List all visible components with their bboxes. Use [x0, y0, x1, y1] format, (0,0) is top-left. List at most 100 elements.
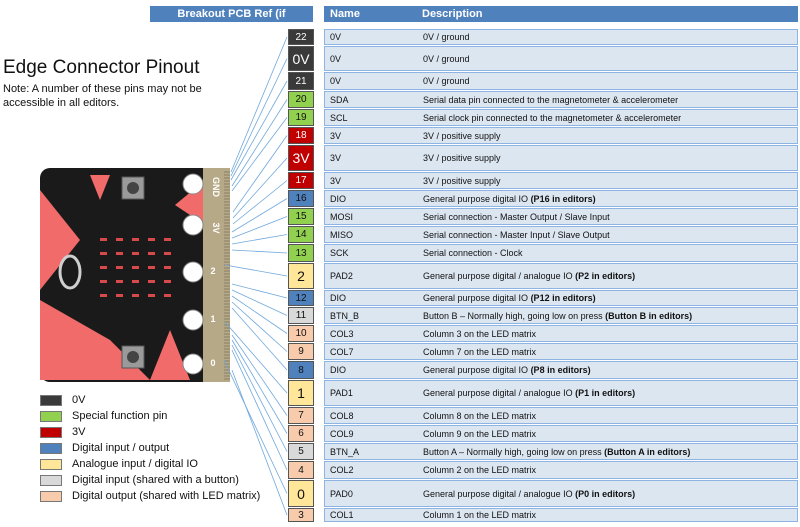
legend-swatch: [40, 474, 62, 486]
pin-connector-line: [230, 36, 288, 173]
legend-swatch: [40, 410, 62, 422]
table-row: BTN_B Button B – Normally high, going low…: [324, 307, 798, 324]
pin-editor-name: (P8 in editors): [530, 365, 591, 375]
pin-description: Serial connection - Clock: [423, 248, 523, 258]
pin-description-text: 0V / ground: [423, 76, 470, 86]
pin-description-text: Column 7 on the LED matrix: [423, 346, 537, 357]
pin-connector-line: [231, 339, 288, 434]
pin-name: 0V: [330, 76, 342, 86]
board-pad-label: 3V: [211, 222, 221, 233]
board-pad-label: GND: [211, 177, 221, 198]
pin-name: BTN_B: [330, 310, 360, 321]
pin-description: Serial connection - Master Output / Slav…: [423, 212, 610, 222]
pin-description-text: Column 9 on the LED matrix: [423, 428, 537, 439]
pin-description-text: General purpose digital IO: [423, 365, 531, 375]
pin-description-text: Serial connection - Clock: [423, 248, 523, 258]
pin-editor-name: (P2 in editors): [575, 271, 636, 281]
pin-description: Serial data pin connected to the magneto…: [423, 95, 678, 105]
pin-description-text: Serial connection - Master Output / Slav…: [423, 211, 610, 222]
legend-swatch: [40, 426, 62, 438]
breakout-pin-7: 7: [288, 407, 314, 424]
pin-name: COL8: [330, 410, 354, 421]
legend-swatch: [40, 490, 62, 502]
pin-editor-name: (Button A in editors): [604, 446, 691, 457]
pin-description-text: Button B – Normally high, going low on p…: [423, 310, 606, 321]
pin-description: Column 3 on the LED matrix: [423, 329, 536, 339]
pin-connector-line: [231, 344, 288, 452]
legend-label: Special function pin: [72, 410, 168, 422]
pin-name: DIO: [330, 293, 347, 303]
pin-name: PAD1: [330, 388, 353, 398]
table-row: 0V 0V / ground: [324, 72, 798, 90]
breakout-pin-3: 3: [288, 508, 314, 522]
legend-swatch: [40, 442, 62, 454]
breakout-pcb-ref-header: Breakout PCB Ref (if applicable): [150, 6, 313, 36]
pin-description-text: 3V / positive supply: [423, 130, 501, 141]
pin-description-text: General purpose digital / analogue IO: [423, 271, 576, 281]
pin-description: 3V / positive supply: [423, 176, 501, 186]
breakout-pin-19: 19: [288, 109, 314, 126]
pin-description: 3V / positive supply: [423, 153, 501, 163]
pin-description-text: Serial data pin connected to the magneto…: [423, 94, 679, 105]
pin-description-text: Column 2 on the LED matrix: [423, 465, 537, 475]
legend-item: 0V: [40, 392, 260, 408]
pin-description: General purpose digital / analogue IO (P…: [423, 489, 635, 499]
breakout-pin-3V: 3V: [288, 145, 314, 171]
pin-connector-line: [231, 295, 288, 334]
breakout-pin-16: 16: [288, 190, 314, 207]
legend-item: Special function pin: [40, 408, 260, 424]
legend-label: Digital output (shared with LED matrix): [72, 490, 261, 502]
description-column-header: Description: [422, 8, 483, 20]
pin-name: COL2: [330, 465, 354, 475]
breakout-pin-5: 5: [288, 443, 314, 460]
pin-description: Button A – Normally high, going low on p…: [423, 447, 690, 457]
pin-description: Column 1 on the LED matrix: [423, 510, 536, 520]
legend-label: 3V: [72, 426, 86, 438]
legend-label: Digital input / output: [72, 442, 170, 454]
pin-name: SCL: [330, 112, 348, 123]
breakout-pin-21: 21: [288, 72, 314, 90]
pin-description-text: 0V / ground: [423, 53, 470, 64]
pin-connector-line: [231, 198, 288, 233]
board-pad-label: 1: [210, 314, 215, 324]
pin-description-text: Column 1 on the LED matrix: [423, 510, 537, 520]
pin-name: COL9: [330, 428, 354, 439]
pin-description: Column 2 on the LED matrix: [423, 465, 536, 475]
pin-description: General purpose digital IO (P8 in editor…: [423, 365, 591, 375]
pin-description: 0V / ground: [423, 76, 470, 86]
legend-item: Digital input / output: [40, 440, 260, 456]
pin-connector-line: [231, 283, 288, 299]
breakout-pin-14: 14: [288, 226, 314, 243]
breakout-pin-9: 9: [288, 343, 314, 360]
legend-swatch: [40, 458, 62, 470]
name-column-header: Name: [330, 8, 360, 20]
breakout-pin-4: 4: [288, 461, 314, 479]
pin-description-text: 3V / positive supply: [423, 153, 501, 163]
pin-name: DIO: [330, 193, 347, 204]
legend-label: Analogue input / digital IO: [72, 458, 198, 470]
pin-description-text: General purpose digital IO: [423, 193, 531, 204]
pin-editor-name: (P0 in editors): [575, 488, 636, 499]
pin-description: General purpose digital / analogue IO (P…: [423, 388, 635, 398]
pin-editor-name: (P1 in editors): [575, 388, 636, 398]
breakout-pin-8: 8: [288, 361, 314, 379]
pin-connector-line: [231, 349, 288, 471]
pin-description: General purpose digital IO (P16 in edito…: [423, 194, 596, 204]
board-pad-label: 0: [210, 358, 215, 368]
breakout-pin-1: 1: [288, 380, 314, 406]
breakout-pin-20: 20: [288, 91, 314, 108]
pin-connector-line: [231, 249, 288, 254]
